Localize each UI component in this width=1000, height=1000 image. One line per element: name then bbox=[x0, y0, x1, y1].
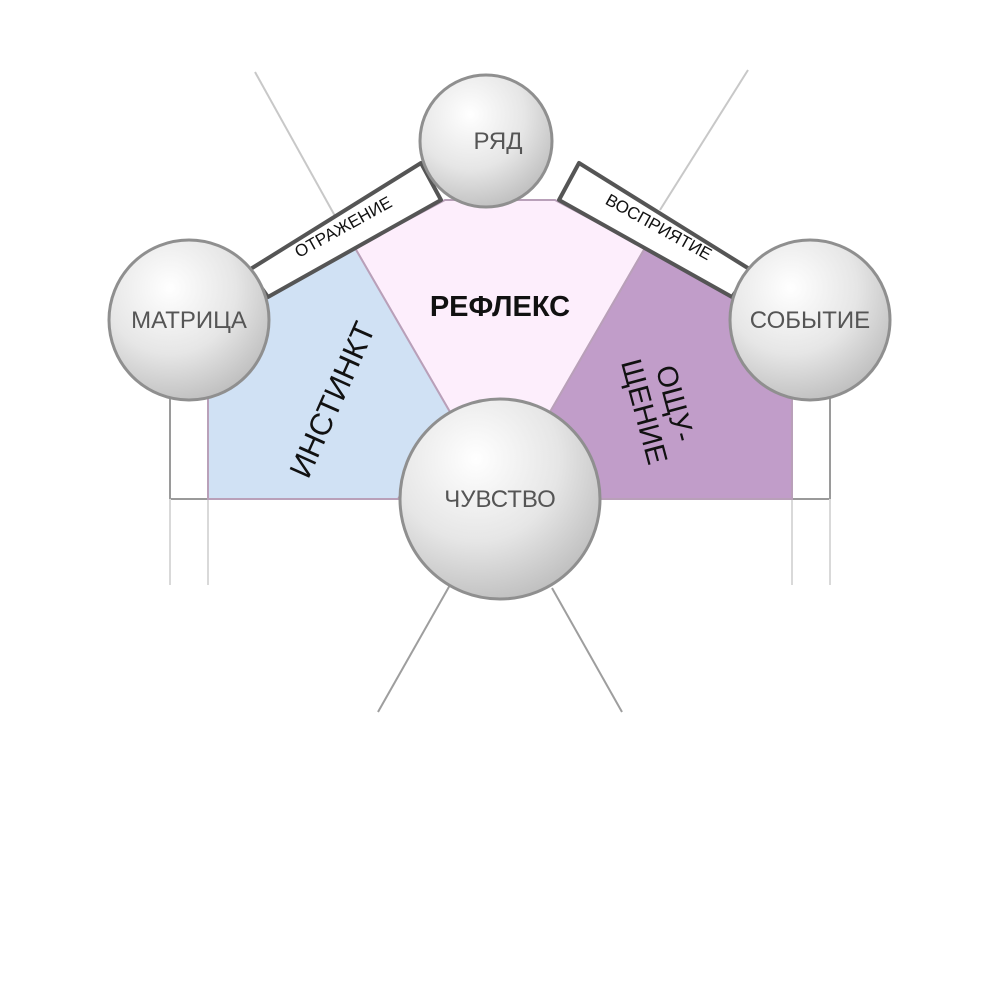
right-leg-box bbox=[791, 395, 831, 500]
node-bottom: ЧУВСТВО bbox=[398, 397, 602, 601]
node-left-label: МАТРИЦА bbox=[131, 307, 247, 334]
left-leg-box bbox=[169, 395, 209, 500]
node-bottom-sphere bbox=[398, 397, 602, 601]
node-left-sphere bbox=[107, 238, 271, 402]
node-right-sphere bbox=[728, 238, 892, 402]
region-center-label: РЕФЛЕКС bbox=[430, 291, 570, 323]
guide-line-upper-right bbox=[659, 69, 749, 211]
node-left: МАТРИЦА bbox=[107, 238, 271, 402]
node-bottom-label: ЧУВСТВО bbox=[444, 486, 556, 513]
node-top: РЯД bbox=[418, 73, 554, 209]
guide-line-upper-left bbox=[254, 71, 341, 226]
guide-line-lower-left bbox=[377, 584, 451, 713]
region-right-label: ОЩУ- ЩЕНИЕ bbox=[614, 356, 700, 468]
node-top-sphere bbox=[418, 73, 554, 209]
node-right: СОБЫТИЕ bbox=[728, 238, 892, 402]
guide-line-lower-right bbox=[551, 587, 623, 713]
node-top-label: РЯД bbox=[473, 128, 522, 155]
node-right-label: СОБЫТИЕ bbox=[750, 307, 870, 334]
